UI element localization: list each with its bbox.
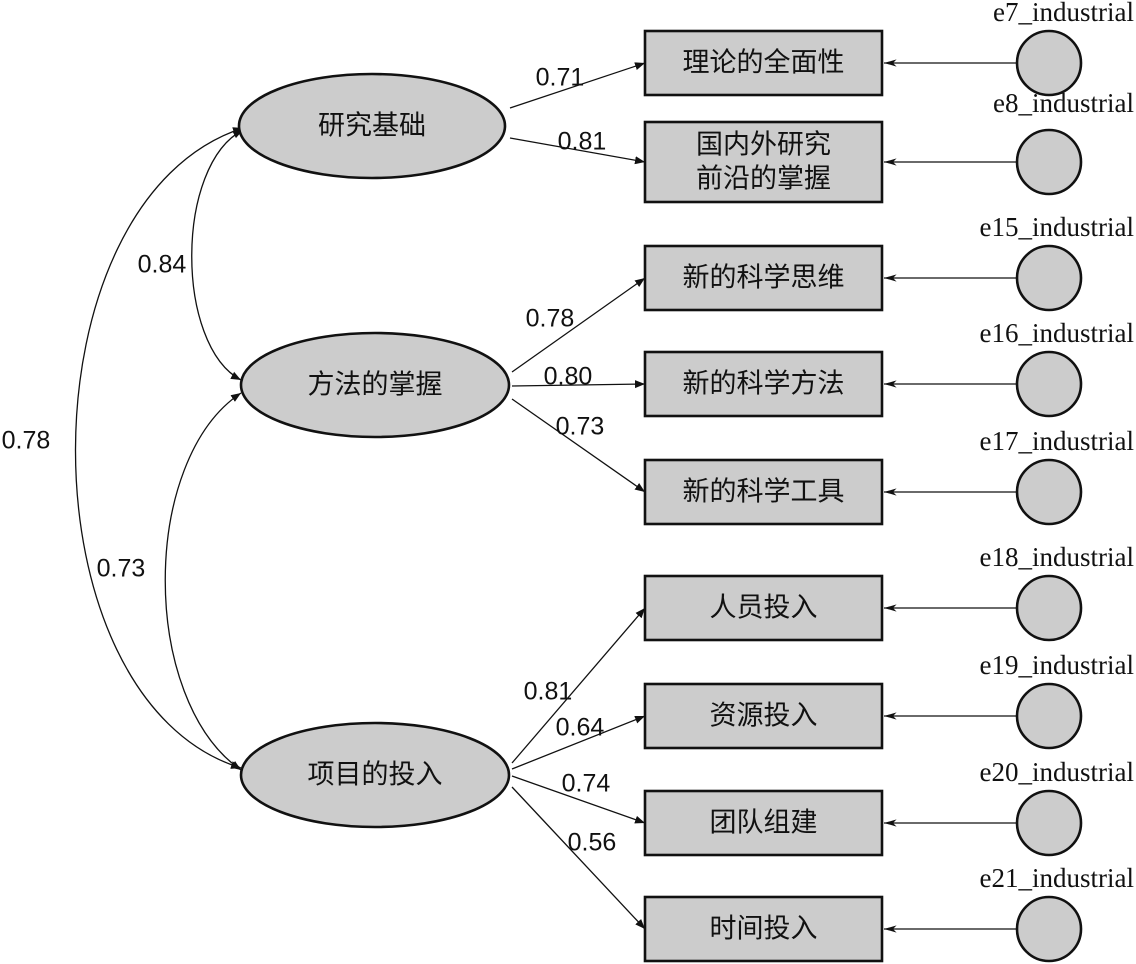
error-term-label: e18_industrial (980, 542, 1134, 572)
loading-label: 0.56 (568, 829, 617, 857)
loading-path-arrow (511, 277, 646, 373)
error-term-label: e8_industrial (993, 88, 1134, 118)
correlation-label: 0.73 (97, 555, 146, 583)
error-term-circle (1015, 128, 1083, 196)
error-term-circle (1015, 350, 1083, 418)
loading-label: 0.64 (556, 714, 605, 742)
loading-label: 0.74 (562, 770, 611, 798)
indicator-box (643, 682, 884, 750)
indicator-label: 国内外研究 (696, 130, 831, 161)
error-term-label: e20_industrial (980, 757, 1134, 787)
loading-path-arrow (511, 398, 646, 493)
loading-path-arrow (509, 62, 646, 109)
error-term-circle (1015, 682, 1083, 750)
correlation-arc-L2-L3 (164, 392, 242, 771)
indicator-label: 新的科学方法 (683, 369, 845, 400)
indicator-label: 新的科学工具 (683, 477, 845, 508)
correlation-arc-L1-L3 (74, 127, 244, 769)
loading-path-arrow (511, 380, 646, 389)
latent-node-ellipse (239, 331, 511, 439)
loading-label: 0.73 (556, 413, 605, 441)
latent-node-label: 研究基础 (318, 111, 426, 142)
correlation-arc-L1-L2 (191, 129, 244, 381)
indicator-box (643, 350, 884, 418)
error-term-circle (1015, 29, 1083, 97)
error-term-label: e16_industrial (980, 318, 1134, 348)
loading-path-arrow (511, 786, 646, 930)
indicator-box (643, 120, 884, 204)
indicator-label: 前沿的掌握 (696, 164, 831, 195)
error-term-circle (1015, 895, 1083, 963)
error-term-circle (1015, 244, 1083, 312)
latent-node-ellipse (239, 721, 511, 829)
error-term-label: e7_industrial (993, 0, 1134, 27)
loading-label: 0.81 (558, 128, 607, 156)
latent-node-label: 项目的投入 (308, 760, 443, 791)
loading-path-arrow (511, 607, 646, 764)
loading-path-arrow (509, 137, 646, 165)
loading-label: 0.80 (544, 363, 593, 391)
loading-label: 0.71 (536, 64, 585, 92)
error-term-label: e15_industrial (980, 212, 1134, 242)
loading-path-arrow (511, 775, 646, 824)
indicator-label: 资源投入 (710, 701, 818, 732)
indicator-box (643, 458, 884, 526)
loading-path-arrow (511, 715, 646, 770)
error-term-circle (1015, 789, 1083, 857)
latent-node-ellipse (237, 72, 507, 180)
indicator-box (643, 574, 884, 642)
loading-label: 0.81 (524, 678, 573, 706)
indicator-label: 团队组建 (710, 808, 818, 839)
indicator-box (643, 789, 884, 857)
indicator-box (643, 29, 884, 97)
indicator-label: 人员投入 (710, 593, 818, 624)
error-term-label: e21_industrial (980, 863, 1134, 893)
correlation-label: 0.78 (2, 427, 51, 455)
error-term-circle (1015, 574, 1083, 642)
indicator-box (643, 244, 884, 312)
indicator-label: 新的科学思维 (683, 263, 845, 294)
indicator-label: 时间投入 (710, 914, 818, 945)
error-term-circle (1015, 458, 1083, 526)
error-term-label: e19_industrial (980, 650, 1134, 680)
correlation-label: 0.84 (138, 251, 187, 279)
loading-label: 0.78 (526, 305, 575, 333)
indicator-label: 理论的全面性 (683, 48, 845, 79)
error-term-label: e17_industrial (980, 426, 1134, 456)
indicator-box (643, 895, 884, 963)
latent-node-label: 方法的掌握 (308, 370, 443, 401)
